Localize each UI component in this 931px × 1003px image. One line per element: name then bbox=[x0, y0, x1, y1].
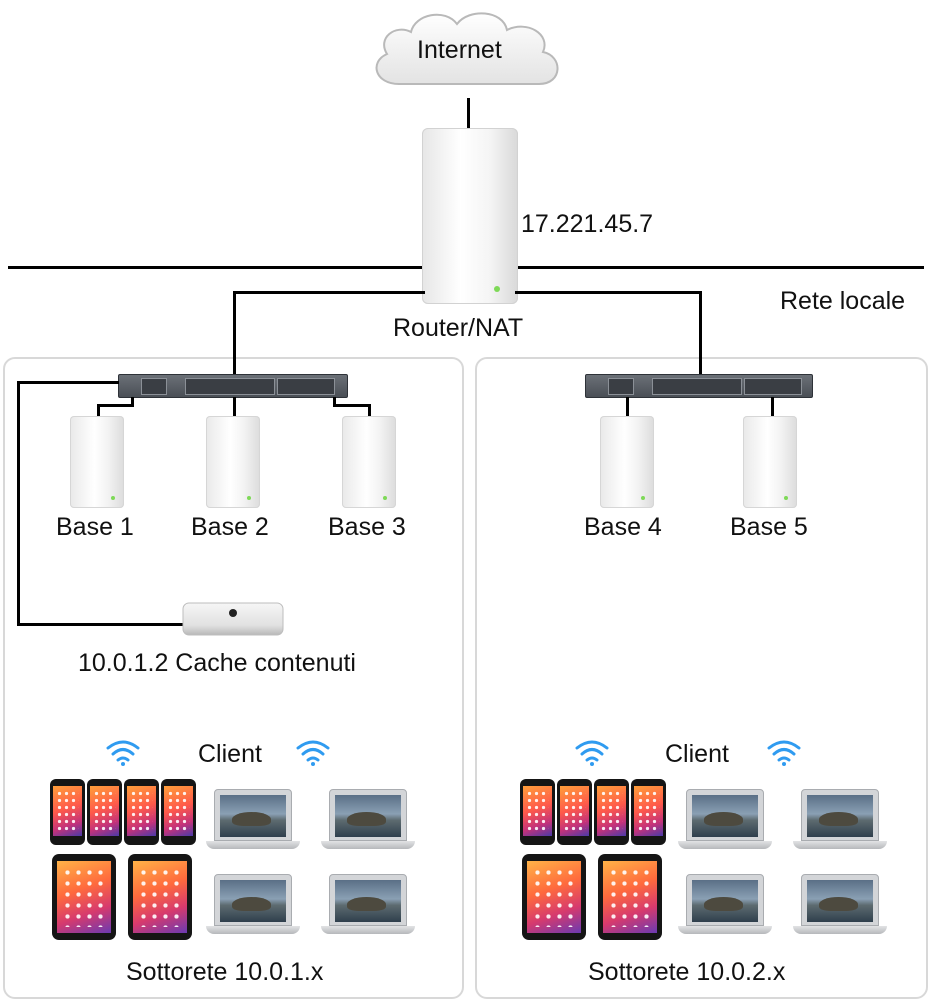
iphone-icon bbox=[161, 779, 196, 845]
wifi-icon bbox=[106, 740, 140, 766]
internet-link bbox=[467, 98, 470, 130]
subnet-label-right: Sottorete 10.0.2.x bbox=[588, 958, 786, 986]
laptop-icon bbox=[206, 789, 300, 851]
iphone-icon bbox=[124, 779, 159, 845]
iphone-icon bbox=[631, 779, 666, 845]
base4-label: Base 4 bbox=[584, 513, 662, 541]
internet-label: Internet bbox=[417, 36, 502, 64]
switch-link-base1-h bbox=[97, 404, 134, 407]
switch-link-base2 bbox=[233, 397, 236, 418]
wifi-icon bbox=[767, 740, 801, 766]
cloud-icon bbox=[375, 12, 559, 85]
laptop-icon bbox=[321, 874, 415, 936]
router-link-left-h bbox=[233, 291, 425, 294]
switch-link-base3 bbox=[333, 397, 336, 407]
ipad-icon bbox=[522, 854, 586, 940]
router-icon bbox=[422, 128, 518, 304]
base-station-icon bbox=[600, 416, 654, 508]
laptop-icon bbox=[321, 789, 415, 851]
router-link-left-v bbox=[233, 291, 236, 375]
client-label-left: Client bbox=[198, 740, 262, 768]
laptop-icon bbox=[793, 874, 887, 936]
network-switch-left bbox=[118, 374, 348, 398]
laptop-icon bbox=[793, 789, 887, 851]
client-label-right: Client bbox=[665, 740, 729, 768]
subnet-label-left: Sottorete 10.0.1.x bbox=[126, 958, 324, 986]
router-link-right-h bbox=[515, 291, 702, 294]
laptop-icon bbox=[678, 874, 772, 936]
switch-link-base3-h bbox=[333, 404, 371, 407]
router-link-right-v bbox=[699, 291, 702, 375]
lan-label: Rete locale bbox=[780, 287, 906, 315]
network-switch-right bbox=[585, 374, 813, 398]
wifi-icon bbox=[575, 740, 609, 766]
laptop-icon bbox=[678, 789, 772, 851]
mac-mini-icon bbox=[182, 602, 284, 636]
base-station-icon bbox=[70, 416, 124, 508]
switch-link-base1 bbox=[131, 397, 134, 407]
switch-link-base3-v bbox=[368, 404, 371, 418]
base-station-icon bbox=[743, 416, 797, 508]
iphone-icon bbox=[87, 779, 122, 845]
switch-link-base4 bbox=[626, 397, 629, 418]
base-station-icon bbox=[206, 416, 260, 508]
iphone-icon bbox=[557, 779, 592, 845]
base-station-icon bbox=[342, 416, 396, 508]
base3-label: Base 3 bbox=[328, 513, 406, 541]
ipad-icon bbox=[598, 854, 662, 940]
base2-label: Base 2 bbox=[191, 513, 269, 541]
laptop-icon bbox=[206, 874, 300, 936]
ipad-icon bbox=[52, 854, 116, 940]
cache-link-side bbox=[17, 381, 20, 626]
switch-link-base5 bbox=[771, 397, 774, 418]
base1-label: Base 1 bbox=[56, 513, 134, 541]
iphone-icon bbox=[520, 779, 555, 845]
base5-label: Base 5 bbox=[730, 513, 808, 541]
iphone-icon bbox=[50, 779, 85, 845]
router-ip-label: 17.221.45.7 bbox=[521, 210, 654, 238]
wifi-icon bbox=[296, 740, 330, 766]
router-label: Router/NAT bbox=[393, 314, 524, 342]
iphone-icon bbox=[594, 779, 629, 845]
ipad-icon bbox=[128, 854, 192, 940]
switch-link-base1-v bbox=[97, 404, 100, 418]
cache-label: 10.0.1.2 Cache contenuti bbox=[78, 649, 356, 677]
cache-link-bottom bbox=[17, 623, 185, 626]
cache-link-top bbox=[17, 381, 119, 384]
